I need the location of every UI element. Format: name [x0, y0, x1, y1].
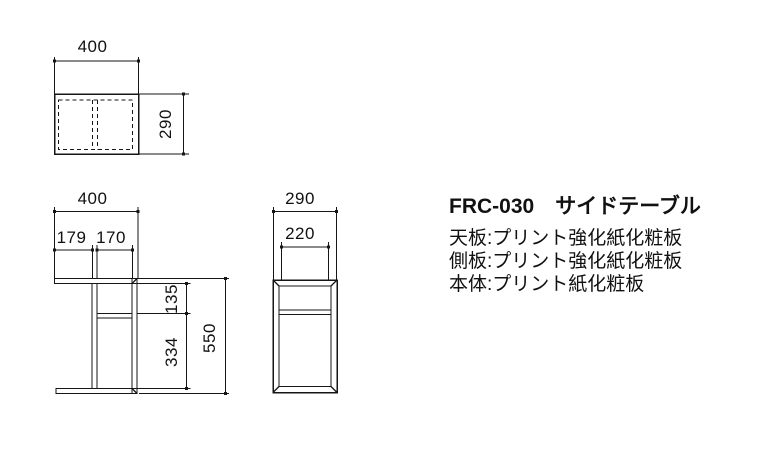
top-view-drawing [53, 93, 140, 155]
side-view-miter-lines [272, 279, 338, 393]
dim-label-frontview-inner-width: 170 [96, 227, 126, 247]
dim-label-frontview-upper-gap: 135 [161, 283, 181, 314]
material-spec-line-top-board: 天板:プリント強化紙化粧板 [449, 228, 683, 249]
dim-label-sideview-depth: 290 [285, 189, 315, 208]
dim-label-frontview-lower-gap: 334 [161, 337, 181, 367]
front-view-miter-lines [131, 278, 138, 394]
dim-label-topview-depth: 290 [156, 109, 175, 139]
front-view-drawing [53, 277, 138, 395]
material-spec-line-body: 本体:プリント紙化粧板 [449, 274, 645, 295]
side-view-dimensions [272, 207, 338, 280]
dim-label-frontview-left-offset: 179 [56, 227, 87, 247]
top-view-dimensions [53, 57, 189, 156]
dim-label-sideview-inner-depth: 220 [285, 224, 315, 243]
front-view-dimensions [53, 207, 229, 395]
dim-label-topview-width: 400 [77, 37, 108, 56]
side-view-drawing [272, 279, 338, 394]
product-title: FRC-030 サイドテーブル [449, 195, 701, 218]
dim-label-frontview-height: 550 [200, 323, 219, 353]
material-spec-list: 天板:プリント強化紙化粧板 側板:プリント強化紙化粧板 本体:プリント紙化粧板 [449, 227, 682, 296]
dim-label-frontview-width: 400 [77, 189, 108, 208]
material-spec-line-side-board: 側板:プリント強化紙化粧板 [449, 251, 683, 272]
